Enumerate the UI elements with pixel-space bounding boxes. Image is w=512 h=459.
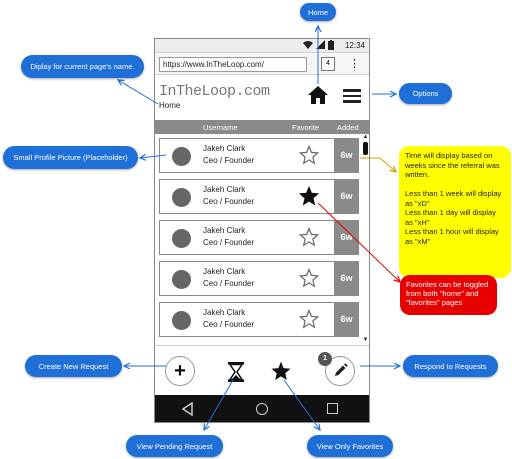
added-badge: 6w <box>334 221 359 254</box>
star-outline-icon[interactable] <box>298 308 320 329</box>
annotation-page-name: Diplay for current page's name. <box>21 55 144 78</box>
avatar <box>172 188 191 207</box>
avatar <box>172 229 191 248</box>
star-outline-icon[interactable] <box>298 267 320 288</box>
browser-menu-icon[interactable]: ⋮ <box>349 58 360 70</box>
avatar <box>172 270 191 289</box>
list-item[interactable]: Jakeh Clark Ceo / Founder 6w <box>159 220 359 255</box>
annotation-home: Home <box>300 3 336 21</box>
pencil-icon <box>335 363 348 376</box>
app-header: InTheLoop.com Home <box>155 76 369 118</box>
browser-url-bar: https://www.InTheLoop.com/ 4 ⋮ <box>155 54 369 75</box>
column-added: Added <box>337 123 359 132</box>
tab-count-button[interactable]: 4 <box>321 57 335 71</box>
app-title: InTheLoop.com <box>159 83 270 100</box>
item-name: Jakeh Clark <box>203 226 246 235</box>
annotation-pending-request: View Pending Request <box>126 435 223 457</box>
notification-badge: 1 <box>318 352 332 366</box>
list-item[interactable]: Jakeh Clark Ceo / Founder 6w <box>159 261 359 296</box>
star-outline-icon[interactable] <box>298 144 320 165</box>
column-username: Username <box>203 123 238 132</box>
hourglass-icon[interactable] <box>227 361 245 383</box>
annotation-respond-requests: Respond to Requests <box>403 355 498 377</box>
item-title: Ceo / Founder <box>203 279 255 288</box>
hamburger-menu-icon[interactable] <box>341 86 363 104</box>
added-badge: 6w <box>334 139 359 172</box>
annotation-create-request: Create New Request <box>25 355 122 377</box>
item-title: Ceo / Founder <box>203 156 255 165</box>
phone-mockup: 12:34 https://www.InTheLoop.com/ 4 ⋮ InT… <box>154 38 370 423</box>
home-icon[interactable] <box>307 85 329 105</box>
signal-icon <box>316 40 325 51</box>
item-name: Jakeh Clark <box>203 308 246 317</box>
item-name: Jakeh Clark <box>203 185 246 194</box>
status-time: 12:34 <box>344 41 365 50</box>
status-bar: 12:34 <box>155 39 369 53</box>
avatar <box>172 147 191 166</box>
added-badge: 6w <box>334 303 359 336</box>
list-item[interactable]: Jakeh Clark Ceo / Founder 6w <box>159 302 359 337</box>
bottom-action-bar: 1 <box>155 345 369 395</box>
back-icon[interactable] <box>181 401 195 417</box>
scroll-down-icon[interactable]: ▼ <box>362 337 369 343</box>
star-filled-icon[interactable] <box>298 185 320 206</box>
favorites-star-icon[interactable] <box>270 360 292 382</box>
item-title: Ceo / Founder <box>203 197 255 206</box>
nav-home-icon[interactable] <box>256 403 268 415</box>
page-name: Home <box>159 101 181 110</box>
item-title: Ceo / Founder <box>203 320 255 329</box>
annotation-only-favorites: View Only Favorites <box>307 435 393 457</box>
list-scrollbar[interactable]: ▲ ▼ <box>361 134 369 345</box>
android-nav-bar <box>155 395 369 422</box>
added-badge: 6w <box>334 262 359 295</box>
avatar <box>172 311 191 330</box>
annotation-options: Options <box>399 83 452 104</box>
scroll-up-icon[interactable]: ▲ <box>362 134 369 140</box>
url-input[interactable]: https://www.InTheLoop.com/ <box>159 57 307 72</box>
column-favorite: Favorite <box>292 123 320 132</box>
list-item[interactable]: Jakeh Clark Ceo / Founder 6w <box>159 138 359 173</box>
battery-icon <box>328 40 334 52</box>
star-outline-icon[interactable] <box>298 226 320 247</box>
note-time-display: Time will display based on weeks since t… <box>399 146 511 278</box>
scroll-thumb[interactable] <box>363 142 368 155</box>
recent-apps-icon[interactable] <box>327 403 338 414</box>
create-request-button[interactable] <box>165 356 195 386</box>
wifi-icon <box>303 40 313 51</box>
item-name: Jakeh Clark <box>203 144 246 153</box>
item-name: Jakeh Clark <box>203 267 246 276</box>
note-favorites-toggle: Favorites can be toggled from both "home… <box>400 275 497 315</box>
referral-list: Jakeh Clark Ceo / Founder 6w Jakeh Clark… <box>155 134 369 345</box>
added-badge: 6w <box>334 180 359 213</box>
list-header: Username Favorite Added <box>155 120 369 134</box>
annotation-profile-picture: Small Profile Picture (Placeholder) <box>3 146 138 169</box>
list-item[interactable]: Jakeh Clark Ceo / Founder 6w <box>159 179 359 214</box>
item-title: Ceo / Founder <box>203 238 255 247</box>
